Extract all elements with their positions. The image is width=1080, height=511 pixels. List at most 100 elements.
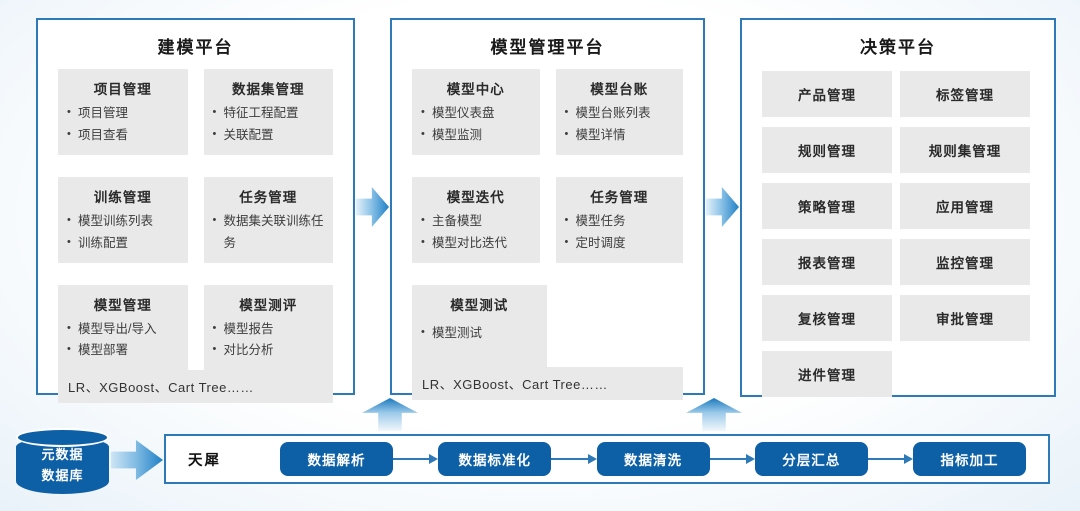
tile-monitor-mgmt: 监控管理 [900, 239, 1030, 285]
panel-decision-platform: 决策平台 产品管理 标签管理 规则管理 规则集管理 策略管理 应用管理 报表管理… [740, 18, 1056, 397]
panel-title: 建模平台 [157, 38, 234, 57]
card-item-list: 模型任务 定时调度 [563, 211, 677, 255]
card-title: 模型中心 [446, 82, 505, 97]
card-item-list: 模型仪表盘 模型监测 [419, 103, 533, 147]
card-row: 训练管理 模型训练列表 训练配置 任务管理 数据集关联训练任务 [38, 176, 353, 263]
card-item: 模型测试 [419, 323, 540, 345]
card-title: 任务管理 [239, 189, 298, 205]
arrow-up-icon [686, 398, 742, 431]
card-item: 训练配置 [65, 233, 181, 255]
card-item: 模型训练列表 [65, 211, 181, 233]
flow-connector [551, 454, 597, 464]
connector-line [393, 458, 430, 460]
card-title: 数据集管理 [232, 82, 305, 97]
card-item: 特征工程配置 [211, 103, 327, 125]
card-title: 模型测评 [239, 297, 298, 313]
card-item: 模型详情 [563, 125, 677, 147]
card-item: 模型报告 [211, 319, 327, 341]
tile-ruleset-mgmt: 规则集管理 [900, 127, 1030, 173]
card-item-list: 主备模型 模型对比迭代 [419, 211, 533, 255]
card-item-list: 特征工程配置 关联配置 [211, 103, 327, 147]
arrow-right-icon [356, 187, 389, 227]
tile-product-mgmt: 产品管理 [762, 71, 892, 117]
feature-card-task-mgmt: 任务管理 模型任务 定时调度 [555, 176, 683, 263]
card-title: 模型管理 [93, 297, 152, 313]
feature-card-training-mgmt: 训练管理 模型训练列表 训练配置 [58, 176, 188, 263]
card-row: 模型中心 模型仪表盘 模型监测 模型台账 模型台账列表 模型详情 [392, 69, 703, 155]
feature-card-model-eval: 模型测评 模型报告 对比分析 [203, 284, 333, 371]
card-title: 模型迭代 [446, 189, 505, 205]
card-title: 模型测试 [450, 297, 509, 313]
card-row: 模型管理 模型导出/导入 模型部署 模型测评 模型报告 对比分析 [38, 284, 353, 371]
feature-card-model-center: 模型中心 模型仪表盘 模型监测 [412, 69, 540, 155]
connector-arrowhead-icon [587, 454, 597, 464]
card-item-list: 数据集关联训练任务 [211, 211, 327, 255]
tile-label-mgmt: 标签管理 [900, 71, 1030, 117]
metadata-database-cylinder: 元数据 数据库 [16, 428, 109, 494]
card-item-list: 模型测试 [419, 323, 540, 345]
tile-review-mgmt: 复核管理 [762, 295, 892, 341]
card-item: 模型导出/导入 [65, 319, 181, 341]
database-label-line1: 元数据 [41, 447, 84, 462]
tile-application-mgmt: 应用管理 [900, 183, 1030, 229]
tile-strategy-mgmt: 策略管理 [762, 183, 892, 229]
connector-line [709, 458, 746, 460]
arrow-up-icon [362, 398, 418, 431]
feature-card-dataset-mgmt: 数据集管理 特征工程配置 关联配置 [203, 69, 333, 155]
card-row: 模型迭代 主备模型 模型对比迭代 任务管理 模型任务 定时调度 [392, 176, 703, 263]
card-row: 项目管理 项目管理 项目查看 数据集管理 特征工程配置 关联配置 [38, 69, 353, 155]
flow-connector [393, 454, 439, 464]
feature-card-model-iteration: 模型迭代 主备模型 模型对比迭代 [412, 176, 540, 263]
connector-arrowhead-icon [745, 454, 755, 464]
panel-title: 模型管理平台 [490, 38, 605, 57]
card-item: 对比分析 [211, 340, 327, 362]
empty-cell [563, 285, 684, 367]
card-item-list: 模型报告 对比分析 [211, 319, 327, 363]
panel-model-management-platform: 模型管理平台 模型中心 模型仪表盘 模型监测 模型台账 模型台账列表 模型详情 … [390, 18, 705, 400]
card-item: 模型部署 [65, 340, 181, 362]
card-title: 项目管理 [93, 82, 152, 97]
connector-line [551, 458, 588, 460]
data-pipeline-box: 天犀 数据解析 数据标准化 数据清洗 分层汇总 指标加工 [164, 434, 1050, 484]
algorithms-footer: LR、XGBoost、Cart Tree…… [412, 366, 683, 400]
database-label-line2: 数据库 [41, 467, 84, 483]
algorithms-footer: LR、XGBoost、Cart Tree…… [58, 370, 333, 404]
feature-card-model-ledger: 模型台账 模型台账列表 模型详情 [555, 69, 683, 155]
pipeline-step-indicator-processing: 指标加工 [913, 442, 1026, 476]
card-item: 项目管理 [65, 103, 181, 125]
card-item: 模型对比迭代 [419, 233, 533, 255]
panel-title: 决策平台 [860, 38, 936, 57]
feature-card-task-mgmt: 任务管理 数据集关联训练任务 [203, 176, 333, 263]
arrow-right-icon [111, 440, 163, 480]
card-item-list: 模型台账列表 模型详情 [563, 103, 677, 147]
panel-modeling-platform: 建模平台 项目管理 项目管理 项目查看 数据集管理 特征工程配置 关联配置 训练… [36, 18, 355, 404]
pipeline-step-layered-aggregation: 分层汇总 [754, 442, 868, 476]
card-item: 定时调度 [563, 233, 677, 255]
pipeline-engine-label: 天犀 [188, 452, 221, 469]
card-item: 数据集关联训练任务 [211, 211, 327, 255]
card-item-list: 项目管理 项目查看 [65, 103, 181, 147]
card-item-list: 模型导出/导入 模型部署 [65, 319, 181, 363]
decision-tile-grid: 产品管理 标签管理 规则管理 规则集管理 策略管理 应用管理 报表管理 监控管理… [742, 69, 1054, 397]
feature-card-model-test: 模型测试 模型测试 [412, 284, 547, 367]
feature-card-project-mgmt: 项目管理 项目管理 项目查看 [58, 69, 188, 155]
arrow-right-icon [706, 187, 739, 227]
tile-intake-mgmt: 进件管理 [762, 351, 892, 397]
card-item: 模型任务 [563, 211, 677, 233]
card-item: 关联配置 [211, 125, 327, 147]
database-label: 元数据 数据库 [16, 445, 109, 487]
pipeline-step-data-standardization: 数据标准化 [438, 442, 552, 476]
flow-connector [867, 454, 913, 464]
card-item-list: 模型训练列表 训练配置 [65, 211, 181, 255]
tile-report-mgmt: 报表管理 [762, 239, 892, 285]
pipeline-step-data-parsing: 数据解析 [280, 442, 393, 476]
connector-arrowhead-icon [429, 454, 439, 464]
card-item: 主备模型 [419, 211, 533, 233]
pipeline-step-data-cleaning: 数据清洗 [596, 442, 710, 476]
cylinder-top-ellipse [16, 428, 109, 447]
tile-approval-mgmt: 审批管理 [900, 295, 1030, 341]
card-row: 模型测试 模型测试 [392, 284, 703, 367]
card-title: 任务管理 [590, 189, 649, 205]
card-item: 模型台账列表 [563, 103, 677, 125]
